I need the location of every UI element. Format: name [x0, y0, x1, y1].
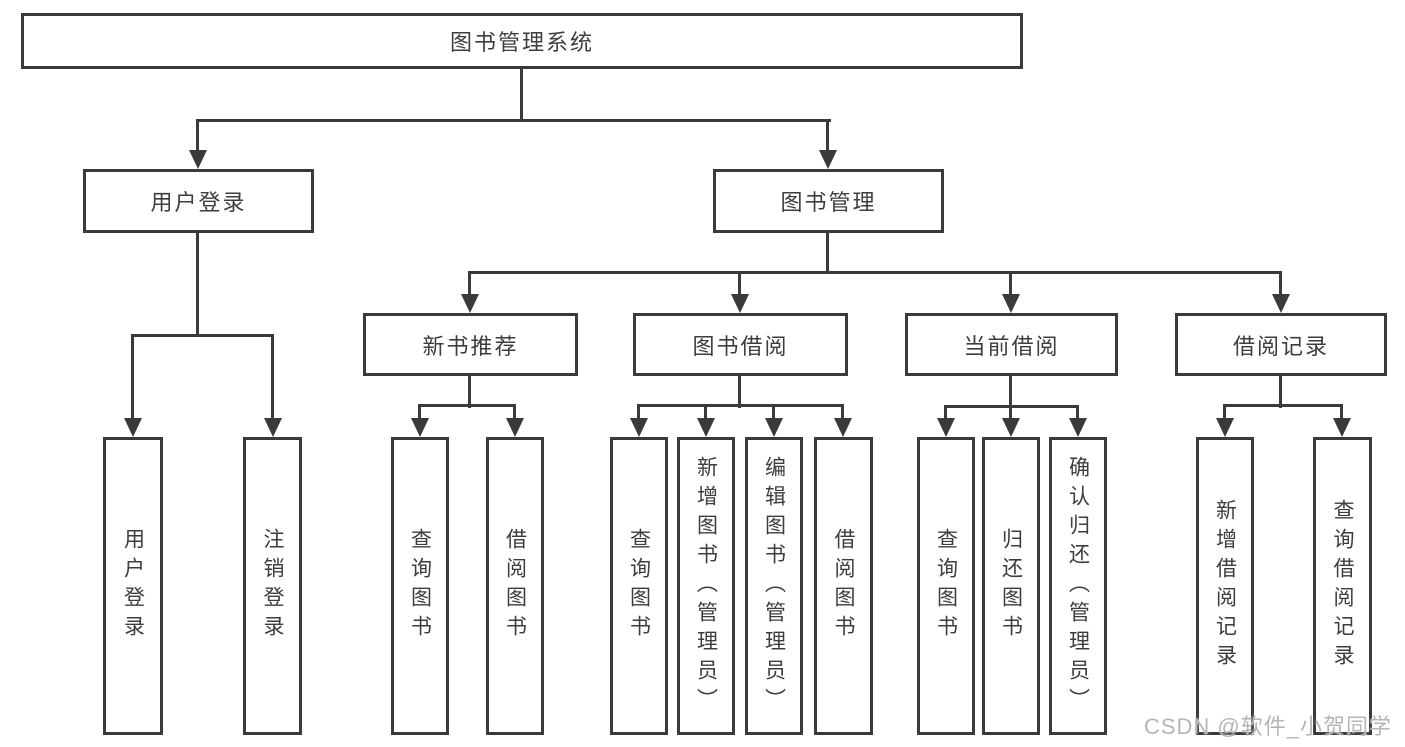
leaf-label: 借阅图书	[503, 528, 527, 644]
connector-line	[1279, 376, 1282, 408]
connector-line	[1009, 376, 1012, 409]
connector-line	[1223, 404, 1343, 407]
connector-line	[271, 334, 274, 420]
connector-line	[131, 334, 274, 337]
arrow-down-icon	[1002, 294, 1020, 313]
arrow-down-icon	[506, 418, 524, 437]
arrow-down-icon	[1216, 418, 1234, 437]
leaf-add-books-admin: 新增图书（管理员）	[677, 437, 735, 735]
leaf-label: 查询图书	[934, 528, 958, 644]
leaf-label: 归还图书	[999, 528, 1023, 644]
connector-line	[772, 404, 775, 420]
connector-line	[131, 334, 134, 420]
connector-line	[1340, 404, 1343, 420]
connector-line	[468, 376, 471, 408]
arrow-down-icon	[834, 418, 852, 437]
leaf-query-books-recommend: 查询图书	[391, 437, 449, 735]
arrow-down-icon	[697, 418, 715, 437]
connector-line	[1009, 405, 1012, 420]
connector-line	[1009, 271, 1012, 296]
leaf-confirm-return-admin: 确认归还（管理员）	[1049, 437, 1107, 735]
connector-line	[738, 271, 741, 296]
leaf-label: 借阅图书	[832, 528, 855, 644]
connector-line	[1279, 271, 1282, 296]
leaf-label: 注销登录	[261, 528, 284, 644]
connector-line	[637, 404, 844, 407]
node-book-borrowing: 图书借阅	[633, 313, 848, 376]
connector-line	[637, 404, 640, 420]
arrow-down-icon	[1069, 418, 1087, 437]
leaf-query-borrow-record: 查询借阅记录	[1313, 437, 1372, 735]
leaf-label: 用户登录	[121, 528, 145, 644]
connector-line	[1223, 404, 1226, 420]
node-book-management: 图书管理	[713, 169, 944, 233]
arrow-down-icon	[124, 418, 142, 437]
connector-line	[841, 404, 844, 420]
leaf-add-borrow-record: 新增借阅记录	[1196, 437, 1254, 735]
leaf-label: 查询图书	[627, 528, 651, 644]
node-user-login: 用户登录	[83, 169, 314, 233]
leaf-query-books-current: 查询图书	[917, 437, 975, 735]
connector-line	[944, 405, 947, 420]
node-label: 图书管理系统	[449, 30, 594, 55]
arrow-down-icon	[411, 418, 429, 437]
arrow-down-icon	[1333, 418, 1351, 437]
connector-line	[418, 404, 421, 420]
leaf-label: 查询图书	[408, 528, 432, 644]
arrow-down-icon	[189, 150, 207, 169]
arrow-down-icon	[765, 418, 783, 437]
arrow-down-icon	[264, 418, 282, 437]
node-current-borrowing: 当前借阅	[905, 313, 1118, 376]
arrow-down-icon	[1002, 418, 1020, 437]
node-new-book-recommendation: 新书推荐	[363, 313, 578, 376]
connector-line	[196, 233, 199, 337]
watermark-text: CSDN @软件_小贺同学	[1143, 714, 1392, 739]
connector-line	[826, 233, 829, 274]
connector-line	[468, 271, 471, 296]
arrow-down-icon	[1272, 294, 1290, 313]
arrow-down-icon	[461, 294, 479, 313]
arrow-down-icon	[630, 418, 648, 437]
leaf-user-login: 用户登录	[103, 437, 163, 735]
node-label: 借阅记录	[1232, 333, 1329, 359]
node-label: 当前借阅	[963, 333, 1060, 359]
leaf-label: 确认归还（管理员）	[1066, 455, 1090, 717]
connector-line	[1076, 405, 1079, 420]
node-borrowing-records: 借阅记录	[1175, 313, 1387, 376]
node-label: 用户登录	[150, 190, 247, 215]
arrow-down-icon	[937, 418, 955, 437]
connector-line	[513, 404, 516, 420]
connector-line	[196, 119, 831, 122]
connector-line	[468, 271, 1282, 274]
arrow-down-icon	[819, 150, 837, 169]
arrow-down-icon	[731, 294, 749, 313]
connector-line	[196, 119, 199, 152]
node-label: 新书推荐	[422, 333, 519, 359]
leaf-label: 编辑图书（管理员）	[762, 455, 786, 717]
connector-line	[738, 376, 741, 408]
connector-line	[520, 68, 523, 121]
node-label: 图书管理	[780, 190, 877, 215]
leaf-edit-books-admin: 编辑图书（管理员）	[745, 437, 803, 735]
connector-line	[418, 404, 516, 407]
leaf-logout: 注销登录	[243, 437, 302, 735]
leaf-label: 新增图书（管理员）	[694, 455, 718, 717]
connector-line	[826, 119, 829, 152]
leaf-label: 查询借阅记录	[1331, 499, 1354, 673]
connector-line	[704, 404, 707, 420]
leaf-label: 新增借阅记录	[1213, 499, 1237, 673]
node-library-management-system: 图书管理系统	[21, 13, 1023, 69]
leaf-return-books: 归还图书	[982, 437, 1040, 735]
leaf-borrow-books-recommend: 借阅图书	[486, 437, 544, 735]
node-label: 图书借阅	[692, 333, 789, 359]
leaf-borrow-books: 借阅图书	[814, 437, 873, 735]
leaf-query-books-borrowing: 查询图书	[610, 437, 668, 735]
